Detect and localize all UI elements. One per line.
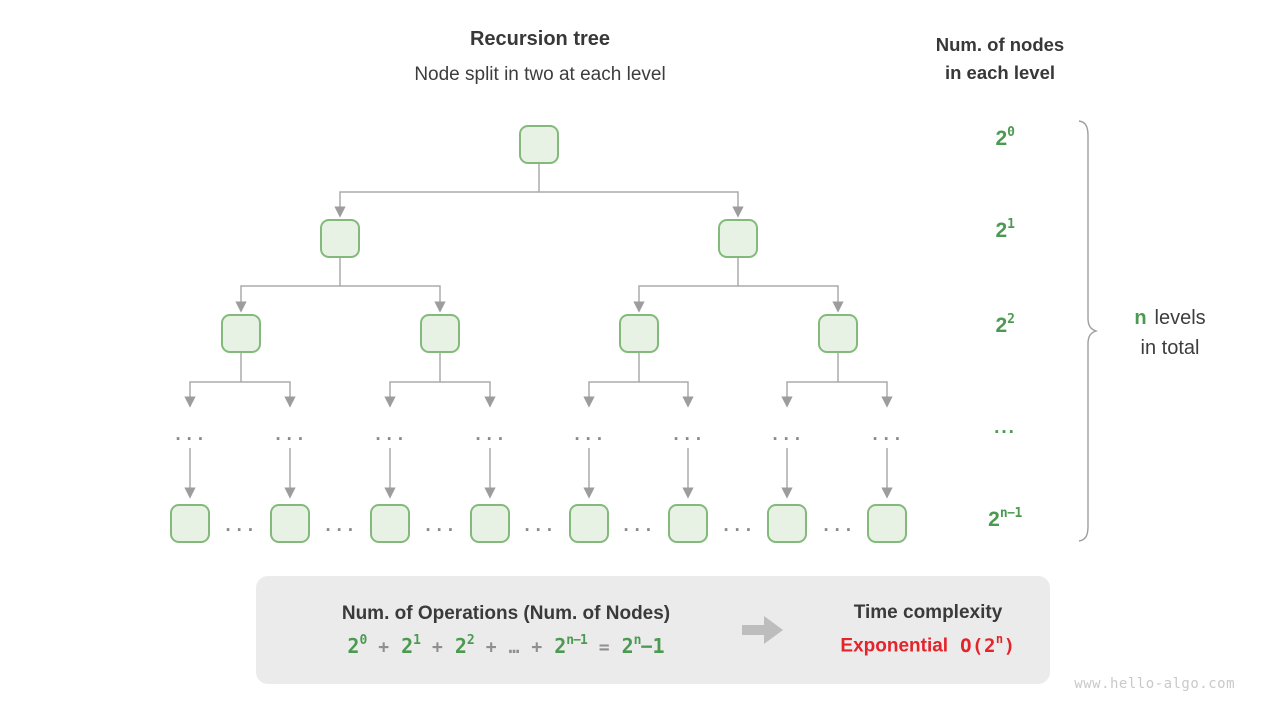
- level-label-last: 2n−1: [988, 506, 1022, 531]
- levels-brace: [1078, 120, 1099, 542]
- formula-operator: +: [485, 636, 497, 658]
- tree-node-l4-6: [668, 504, 708, 543]
- formula-equals: =: [598, 636, 610, 658]
- formula-operator: +: [432, 636, 443, 658]
- operations-title: Num. of Operations (Num. of Nodes): [341, 602, 671, 624]
- ellipsis-l4-4: ...: [522, 516, 555, 535]
- formula-result: 2n−1: [621, 632, 665, 658]
- tree-node-l4-7: [767, 504, 807, 543]
- tree-node-l2-1: [221, 314, 261, 353]
- formula-term: 20: [347, 632, 367, 658]
- tree-node-l4-8: [867, 504, 907, 543]
- tree-node-l2-3: [619, 314, 659, 353]
- watermark: www.hello-algo.com: [1074, 676, 1235, 692]
- formula-operator: +: [531, 636, 543, 658]
- formula-operator: +: [378, 636, 390, 658]
- ellipsis-l3-4: ...: [473, 425, 506, 444]
- ellipsis-l3-2: ...: [273, 425, 306, 444]
- tree-node-l1-2: [718, 219, 758, 258]
- level-label-ellipsis: ...: [994, 417, 1016, 438]
- tree-node-l4-5: [569, 504, 609, 543]
- operations-section: Num. of Operations (Num. of Nodes) 20 + …: [286, 603, 726, 658]
- level-label-0: 20: [995, 125, 1015, 150]
- edge-l2b-right: [440, 381, 496, 408]
- edge-root-left: [334, 163, 540, 218]
- level-label-1: 21: [995, 217, 1015, 242]
- tree-node-l4-2: [270, 504, 310, 543]
- nodes-per-level-header-line2: in each level: [944, 62, 1056, 83]
- formula-term: 21: [401, 632, 421, 658]
- summary-box: Num. of Operations (Num. of Nodes) 20 + …: [256, 576, 1050, 684]
- nodes-per-level-header-line1: Num. of nodes: [935, 34, 1065, 55]
- edge-l2d-left: [781, 352, 839, 408]
- ellipsis-l3-8: ...: [870, 425, 903, 444]
- ellipsis-l4-5: ...: [621, 516, 654, 535]
- ellipsis-l4-1: ...: [223, 516, 256, 535]
- complexity-word: Exponential: [840, 635, 949, 657]
- n-variable: n: [1134, 307, 1147, 329]
- formula-ellipsis: …: [508, 636, 520, 658]
- ellipsis-l3-3: ...: [373, 425, 406, 444]
- page-title: Recursion tree: [469, 28, 611, 50]
- edge-l2a-right: [241, 381, 296, 408]
- ellipsis-l4-2: ...: [323, 516, 356, 535]
- edge-l2b-left: [384, 352, 441, 408]
- edge-l2c-right: [639, 381, 694, 408]
- ellipsis-l3-7: ...: [770, 425, 803, 444]
- time-complexity-value: Exponential O(2n): [808, 632, 1048, 657]
- page-subtitle: Node split in two at each level: [414, 64, 666, 85]
- tree-node-l2-4: [818, 314, 858, 353]
- edge-l1b-left: [633, 258, 739, 313]
- level-label-2: 22: [995, 312, 1015, 337]
- ellipsis-l3-1: ...: [173, 425, 206, 444]
- tree-node-l4-4: [470, 504, 510, 543]
- time-complexity-section: Time complexity Exponential O(2n): [808, 602, 1048, 657]
- big-o-notation: O(2n): [960, 632, 1016, 657]
- edge-l2c-left: [583, 352, 640, 408]
- tree-node-l4-1: [170, 504, 210, 543]
- tree-node-l4-3: [370, 504, 410, 543]
- tree-node-root: [519, 125, 559, 164]
- formula-term: 2n−1: [554, 632, 588, 658]
- nodes-per-level-header: Num. of nodes in each level: [900, 31, 1100, 87]
- ellipsis-l3-6: ...: [671, 425, 704, 444]
- edge-l2d-right: [838, 381, 893, 408]
- ellipsis-l4-6: ...: [721, 516, 754, 535]
- tree-node-l2-2: [420, 314, 460, 353]
- formula-term: 22: [454, 632, 475, 658]
- edge-l1b-right: [738, 285, 844, 313]
- right-arrow-icon: [742, 616, 783, 644]
- edge-l1a-left: [235, 258, 341, 313]
- ellipsis-l3-5: ...: [572, 425, 605, 444]
- operations-formula: 20 + 21 + 22 + … + 2n−1 = 2n−1: [286, 632, 726, 658]
- ellipsis-l4-7: ...: [821, 516, 854, 535]
- ellipsis-l4-3: ...: [423, 516, 456, 535]
- time-complexity-title: Time complexity: [853, 602, 1003, 624]
- tree-node-l1-1: [320, 219, 360, 258]
- edge-l2a-left: [184, 352, 242, 408]
- edge-root-right: [539, 191, 744, 218]
- edge-l1a-right: [340, 285, 446, 313]
